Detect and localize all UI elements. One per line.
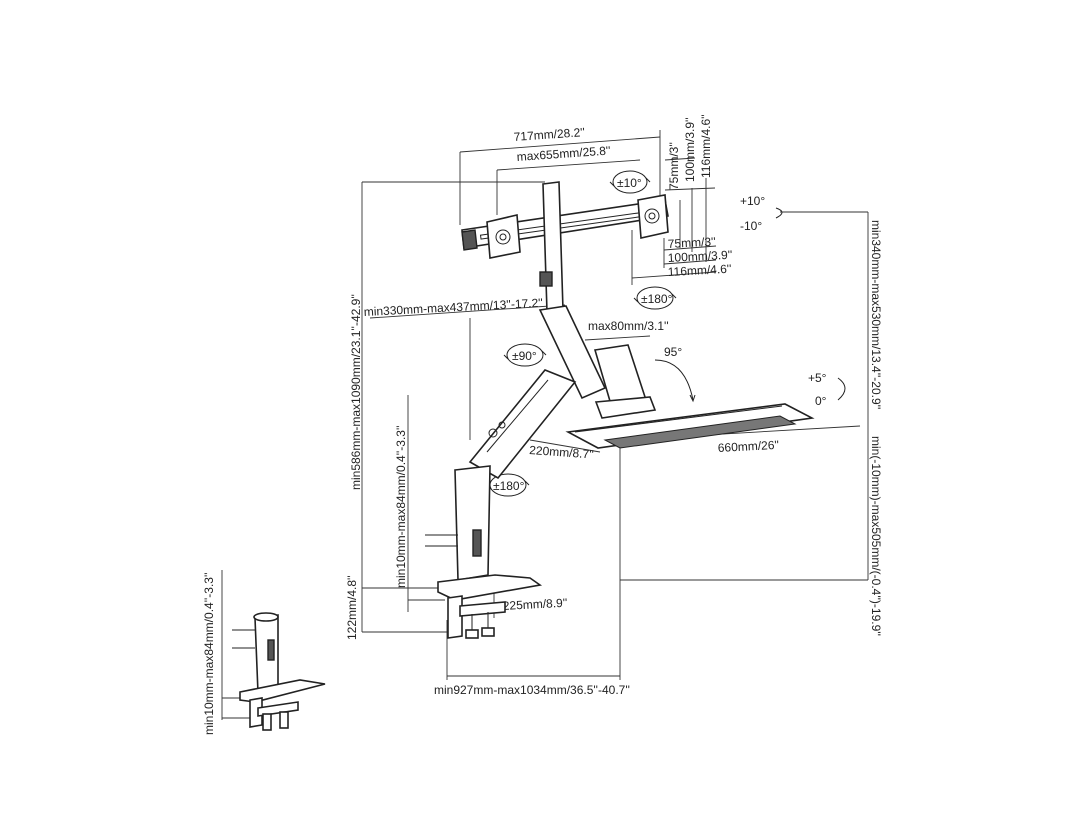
svg-text:±10°: ±10° <box>617 176 642 190</box>
inset-clamp-range-label: min10mm-max84mm/0.4''-3.3'' <box>202 572 216 735</box>
vesa-100-label: 100mm/3.9'' <box>667 248 732 265</box>
base-height-label: 122mm/4.8'' <box>345 575 359 640</box>
inset-clamp-view: min10mm-max84mm/0.4''-3.3'' <box>202 570 326 735</box>
total-height-dimension: min586mm-max1090mm/23.1''-42.9'' <box>349 181 545 632</box>
svg-text:±180°: ±180° <box>493 479 525 493</box>
tray-height-dimension: min340mm-max530mm/13.4''-20.9'' min(-10m… <box>620 212 883 636</box>
svg-text:±90°: ±90° <box>512 349 537 363</box>
vesa-116-label: 116mm/4.6'' <box>667 262 731 279</box>
keyboard-offset-dimension: max80mm/3.1'' <box>584 319 669 341</box>
max-arm-span-label: max655mm/25.8'' <box>516 143 611 164</box>
tray-angle-indicator: 95° <box>654 345 696 403</box>
svg-text:+10°: +10° <box>740 194 765 208</box>
svg-text:±180°: ±180° <box>641 292 673 306</box>
svg-text:95°: 95° <box>664 345 682 359</box>
mount-illustration <box>425 181 815 639</box>
tray-depth-label: 220mm/8.7'' <box>529 443 594 461</box>
rotate-180-top-badge: ±180° <box>633 286 677 310</box>
tray-depth-dimension: 220mm/8.7'' <box>529 439 601 462</box>
left-vesa-plate <box>486 214 521 259</box>
svg-text:+5°: +5° <box>808 371 827 385</box>
rotate-10-badge: ±10° <box>609 170 651 194</box>
upper-reach-label: min330mm-max437mm/13''-17.2'' <box>363 296 543 319</box>
tray-tilt-indicator: +5° 0° <box>808 371 846 408</box>
base-depth-label: 225mm/8.9'' <box>502 596 567 613</box>
vesa-100-top-label: 100mm/3.9'' <box>683 117 697 182</box>
lower-tray-label: min(-10mm)-max505mm/(-0.4'')-19.9'' <box>869 436 883 636</box>
right-vesa-plate <box>637 194 669 239</box>
total-height-label: min586mm-max1090mm/23.1''-42.9'' <box>349 294 363 490</box>
rotate-180-bottom-badge: ±180° <box>486 473 530 497</box>
vesa-75-label: 75mm/3'' <box>667 235 716 251</box>
monitor-tilt-indicator: +10° -10° <box>740 194 868 233</box>
total-reach-label: min927mm-max1034mm/36.5''-40.7'' <box>434 683 630 697</box>
top-width-dimensions: 717mm/28.2'' max655mm/25.8'' <box>459 125 661 225</box>
svg-text:0°: 0° <box>815 394 827 408</box>
keyboard-offset-label: max80mm/3.1'' <box>588 319 669 333</box>
keyboard-tray <box>565 403 815 449</box>
svg-text:-10°: -10° <box>740 219 762 233</box>
base-height-dimension: 122mm/4.8'' <box>345 575 460 640</box>
tray-height-label: min340mm-max530mm/13.4''-20.9'' <box>869 220 883 409</box>
arm-width-label: 717mm/28.2'' <box>513 125 585 144</box>
vesa-top-dimensions: 75mm/3'' 100mm/3.9'' 116mm/4.6'' <box>664 114 716 262</box>
vesa-116-top-label: 116mm/4.6'' <box>699 114 713 178</box>
clamp-range-dimension: min10mm-max84mm/0.4''-3.3'' <box>394 395 445 612</box>
vesa-75-top-label: 75mm/3'' <box>667 142 681 190</box>
vesa-side-dimensions: 75mm/3'' 100mm/3.9'' 116mm/4.6'' <box>631 230 733 285</box>
rotate-90-badge: ±90° <box>503 343 547 367</box>
clamp-range-label: min10mm-max84mm/0.4''-3.3'' <box>394 425 408 588</box>
tray-width-label: 660mm/26'' <box>717 438 779 455</box>
total-reach-dimension: min927mm-max1034mm/36.5''-40.7'' <box>434 440 630 697</box>
